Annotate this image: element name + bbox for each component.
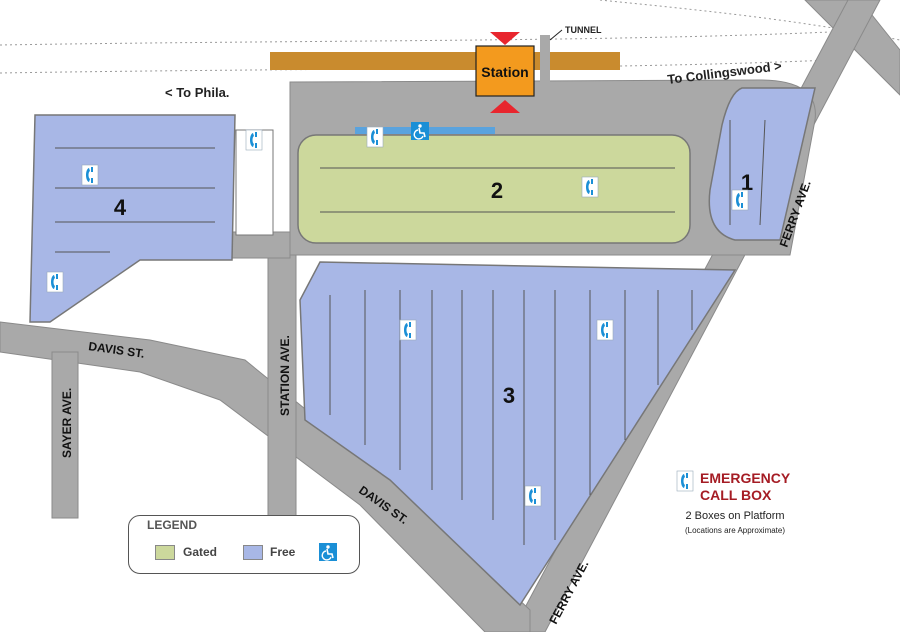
emergency-title-line1: EMERGENCY <box>700 470 791 486</box>
phone-icon <box>731 189 749 211</box>
emergency-title-line2: CALL BOX <box>700 487 772 503</box>
phone-icon <box>81 164 99 186</box>
station-ave-label: STATION AVE. <box>278 335 292 416</box>
lot-4-area <box>29 114 236 323</box>
emergency-note-platform: 2 Boxes on Platform <box>685 510 785 522</box>
lot-2-number: 2 <box>491 178 503 203</box>
tunnel-pointer <box>549 29 563 41</box>
gated-swatch <box>155 545 175 560</box>
arrow-up-icon <box>490 100 520 113</box>
wheelchair-icon <box>410 121 430 141</box>
arrow-down-icon <box>490 32 520 45</box>
phone-icon <box>524 485 542 507</box>
gated-label: Gated <box>183 545 218 559</box>
parking-stalls <box>55 119 766 545</box>
free-swatch <box>243 545 263 560</box>
legend-title: LEGEND <box>147 518 198 532</box>
station-label: Station <box>481 64 528 80</box>
phone-icon <box>596 319 614 341</box>
phone-icon <box>46 271 64 293</box>
sayer-ave-label: SAYER AVE. <box>60 388 74 458</box>
phone-icon <box>399 319 417 341</box>
lot-2-area <box>297 134 691 244</box>
station-building <box>475 45 535 97</box>
phone-icon <box>245 129 263 151</box>
to-phila-label: < To Phila. <box>165 85 229 100</box>
phone-icon <box>676 470 694 492</box>
phone-icon <box>366 126 384 148</box>
lot-4-number: 4 <box>114 195 127 220</box>
tunnel <box>540 35 550 95</box>
station-platform <box>270 52 620 70</box>
lot-1-number: 1 <box>741 170 753 195</box>
free-label: Free <box>270 545 296 559</box>
emergency-call-box-title: EMERGENCY CALL BOX <box>700 470 790 504</box>
lot-3-number: 3 <box>503 383 515 408</box>
lot-3-area <box>299 261 737 607</box>
phone-icon <box>581 176 599 198</box>
wheelchair-icon <box>318 542 338 562</box>
tunnel-label: TUNNEL <box>565 25 602 35</box>
emergency-note-approximate: (Locations are Approximate) <box>684 526 786 535</box>
